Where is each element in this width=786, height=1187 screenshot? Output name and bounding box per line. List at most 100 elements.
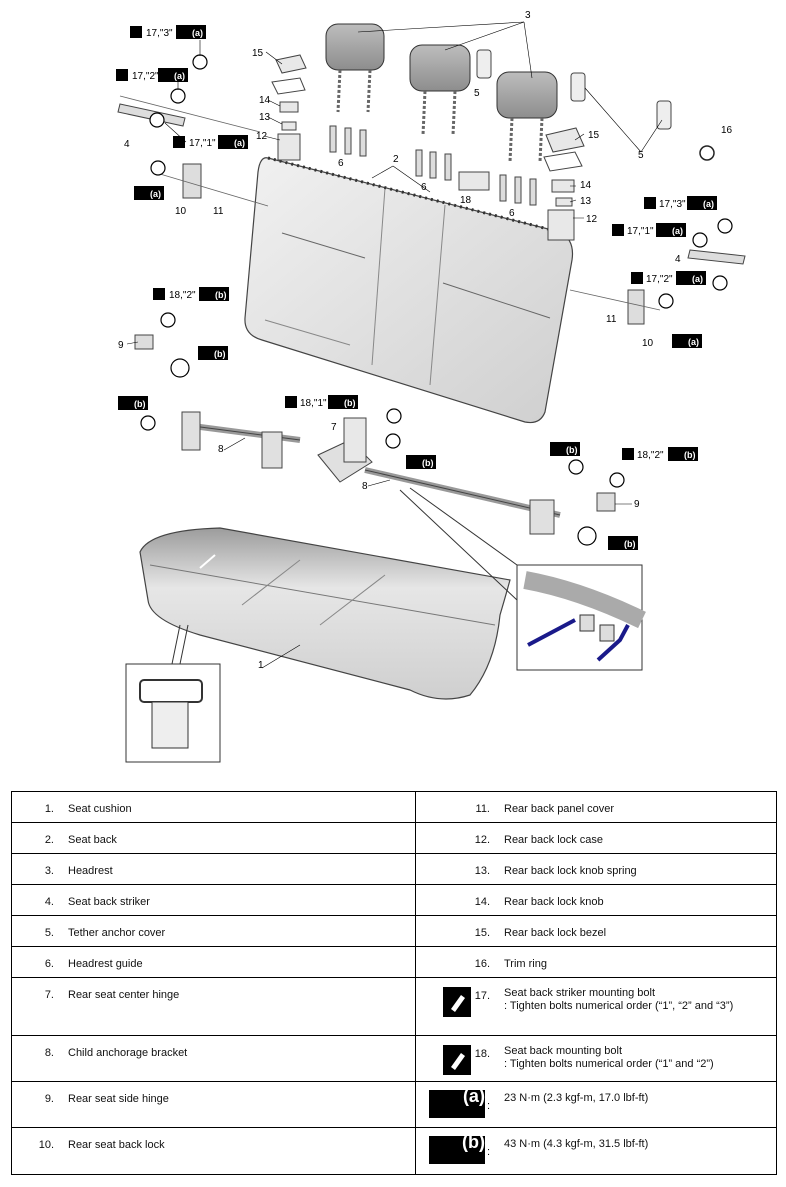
detail-inset-anchor bbox=[125, 624, 221, 763]
item-name: 43 N·m (4.3 kgf-m, 31.5 lbf-ft) bbox=[504, 1138, 649, 1150]
item-number: 4. bbox=[44, 896, 54, 908]
item-name: Rear back lock knob spring bbox=[504, 865, 637, 877]
item-name: Seat back mounting bolt : Tighten bolts … bbox=[504, 1045, 714, 1070]
item-name: Tether anchor cover bbox=[68, 927, 166, 939]
torque-b-icon bbox=[328, 395, 358, 409]
torque-b-icon bbox=[118, 396, 148, 410]
torque-badge: (a) bbox=[692, 274, 703, 284]
callout-2: 2 bbox=[393, 154, 399, 165]
callout-16: 16 bbox=[721, 125, 733, 136]
item-number: 3. bbox=[44, 865, 54, 877]
torque-b-icon bbox=[406, 455, 436, 469]
callout-5: 5 bbox=[474, 88, 480, 99]
legend-row: 10.Rear seat back lock (b):43 N·m (4.3 k… bbox=[11, 1127, 777, 1175]
torque-badge: (a) bbox=[174, 71, 185, 81]
item-number: 7. bbox=[44, 989, 54, 1001]
bolt-label: 17,"3" bbox=[659, 199, 686, 210]
trim-ring bbox=[699, 145, 715, 161]
item-name: Rear back lock case bbox=[504, 834, 604, 846]
torque-b-icon bbox=[668, 447, 698, 461]
callout-4: 4 bbox=[675, 254, 681, 265]
parts-legend-table: 1.Seat cushion 11.Rear back panel cover … bbox=[11, 791, 777, 1175]
tighten-order-icon bbox=[285, 396, 297, 408]
torque-badge: (a) bbox=[192, 28, 203, 38]
item-number: 17. bbox=[474, 990, 490, 1002]
item-number: 6. bbox=[44, 958, 54, 970]
item-name: Seat back striker bbox=[68, 896, 150, 908]
callout-6: 6 bbox=[509, 208, 515, 219]
item-name: Seat back striker mounting bolt : Tighte… bbox=[504, 987, 734, 1012]
item-name: Headrest guide bbox=[68, 958, 143, 970]
bolts bbox=[140, 54, 733, 546]
callout-9: 9 bbox=[634, 499, 640, 510]
headrest-guides bbox=[329, 125, 537, 206]
item-name: Seat cushion bbox=[68, 803, 132, 815]
bolt-label: 17,"3" bbox=[146, 28, 173, 39]
tighten-order-icon bbox=[173, 136, 185, 148]
callout-14: 14 bbox=[259, 95, 271, 106]
tighten-order-icon bbox=[612, 224, 624, 236]
callout-3: 3 bbox=[525, 10, 531, 21]
callout-1: 1 bbox=[258, 660, 264, 671]
callout-7: 7 bbox=[331, 422, 337, 433]
torque-a-icon: (a) bbox=[428, 1087, 485, 1118]
callout-9: 9 bbox=[118, 340, 124, 351]
item-number: 5. bbox=[44, 927, 54, 939]
callout-15: 15 bbox=[252, 48, 264, 59]
side-hinge-left bbox=[134, 334, 154, 350]
headrest-center bbox=[409, 44, 471, 136]
torque-b-icon bbox=[550, 442, 580, 456]
torque-b-icon bbox=[608, 536, 638, 550]
lock-parts-right bbox=[543, 127, 585, 241]
item-number: 2. bbox=[44, 834, 54, 846]
callout-5: 5 bbox=[638, 150, 644, 161]
legend-row: 2.Seat back 12.Rear back lock case bbox=[11, 822, 777, 854]
bolt-label: 17,"1" bbox=[189, 138, 216, 149]
item-number: 8. bbox=[44, 1047, 54, 1059]
side-hinge-right bbox=[596, 492, 616, 512]
callout-12: 12 bbox=[256, 131, 268, 142]
item-name: Seat back bbox=[68, 834, 117, 846]
item-number: : bbox=[486, 1146, 490, 1158]
torque-badge: (a) bbox=[688, 337, 699, 347]
item-name: Trim ring bbox=[504, 958, 547, 970]
tighten-order-icon bbox=[130, 26, 142, 38]
item-name: Rear seat back lock bbox=[68, 1139, 165, 1151]
item-name: Rear seat center hinge bbox=[68, 989, 180, 1001]
torque-badge: (b) bbox=[215, 290, 227, 300]
callout-12: 12 bbox=[586, 214, 598, 225]
striker-right bbox=[687, 249, 746, 265]
tighten-order-icon bbox=[442, 1045, 471, 1075]
torque-a-icon bbox=[218, 135, 248, 149]
torque-badge: (a) bbox=[703, 199, 714, 209]
torque-badge: (b) bbox=[684, 450, 696, 460]
item-number: 16. bbox=[474, 958, 490, 970]
striker-left bbox=[117, 95, 261, 133]
callout-14: 14 bbox=[580, 180, 592, 191]
legend-row: 9.Rear seat side hinge (a):23 N·m (2.3 k… bbox=[11, 1081, 777, 1128]
rear-seat-center-hinge bbox=[317, 417, 373, 483]
bolt-label: 17,"2" bbox=[132, 71, 159, 82]
legend-row: 1.Seat cushion 11.Rear back panel cover bbox=[11, 791, 777, 823]
bolt-label: 17,"1" bbox=[627, 226, 654, 237]
torque-badge: (a) bbox=[234, 138, 245, 148]
legend-row: 3. Headrest 13. Rear back lock knob spring bbox=[11, 853, 777, 885]
torque-badge: (b) bbox=[214, 349, 226, 359]
legend-row: 7. Rear seat center hinge 17. Seat back st… bbox=[11, 977, 777, 1036]
item-number: 13. bbox=[474, 865, 490, 877]
detail-inset-hook bbox=[399, 487, 646, 671]
bolt-label: 18,"1" bbox=[300, 398, 327, 409]
callout-8: 8 bbox=[362, 481, 368, 492]
torque-a-icon bbox=[134, 186, 164, 200]
item-name: Headrest bbox=[68, 865, 113, 877]
callout-18: 18 bbox=[460, 195, 472, 206]
headrest-right bbox=[496, 71, 558, 163]
item-number: 10. bbox=[38, 1139, 54, 1151]
torque-badge: (b) bbox=[134, 399, 146, 409]
bolt-label: 17,"2" bbox=[646, 274, 673, 285]
torque-badge: (a) bbox=[150, 189, 161, 199]
headrest-left bbox=[325, 23, 385, 113]
legend-row: 4.Seat back striker 14.Rear back lock kn… bbox=[11, 884, 777, 916]
exploded-parts-diagram: 1 2 3 4 4 5 5 6 6 6 7 8 8 9 9 10 10 11 1… bbox=[116, 10, 746, 763]
item-number: 15. bbox=[474, 927, 490, 939]
